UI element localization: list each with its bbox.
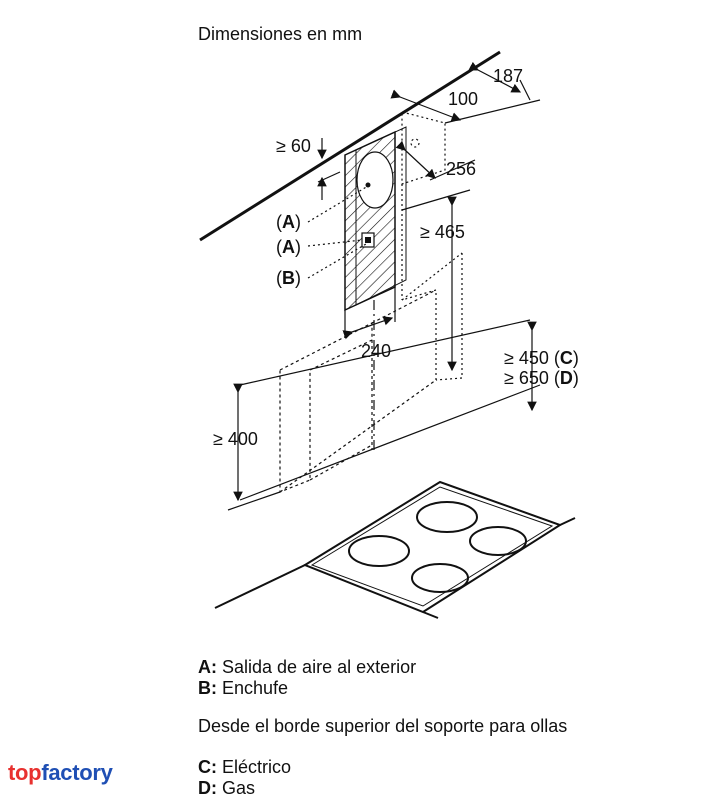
installation-drawing: 187 100 ≥ 60 256 ≥ 465 240 ≥ 450 (C) ≥ 6… xyxy=(199,50,579,619)
brand-logo: topfactory xyxy=(8,760,113,785)
burner-3 xyxy=(348,535,410,567)
dim-650: ≥ 650 (D) xyxy=(504,368,579,388)
dim-256: 256 xyxy=(446,159,476,179)
legend-note: Desde el borde superior del soporte para… xyxy=(198,716,568,736)
legend-item-b: B: Enchufe xyxy=(198,678,289,698)
dim-60: ≥ 60 xyxy=(276,136,311,156)
dim-240: 240 xyxy=(361,341,391,361)
callout-b: (B) xyxy=(276,268,301,288)
dim-465: ≥ 465 xyxy=(420,222,465,242)
dim-450: ≥ 450 (C) xyxy=(504,348,579,368)
dim-187: 187 xyxy=(493,66,523,86)
chimney-duct xyxy=(344,126,407,312)
callout-a-2: (A) xyxy=(276,237,301,257)
legend-item-a: A: Salida de aire al exterior xyxy=(198,657,417,677)
legend-ab: A: Salida de aire al exterior B: Enchufe xyxy=(198,657,416,699)
burner-2 xyxy=(469,526,527,556)
dim-100: 100 xyxy=(448,89,478,109)
dim-400: ≥ 400 xyxy=(213,429,258,449)
callout-leaders xyxy=(307,185,369,279)
legend-item-c: C: Eléctrico xyxy=(198,757,292,777)
burner-1 xyxy=(416,501,478,533)
callout-a-1: (A) xyxy=(276,212,301,232)
legend-cd: C: Eléctrico D: Gas xyxy=(198,757,291,799)
burner-4 xyxy=(411,563,469,593)
legend-item-d: D: Gas xyxy=(198,778,256,798)
ceiling-outline xyxy=(401,111,463,381)
diagram-title: Dimensiones en mm xyxy=(198,24,363,44)
hood-outline xyxy=(279,289,437,493)
cooktop xyxy=(214,480,576,619)
ceiling-line xyxy=(199,50,501,242)
dimension-lines xyxy=(227,61,541,511)
